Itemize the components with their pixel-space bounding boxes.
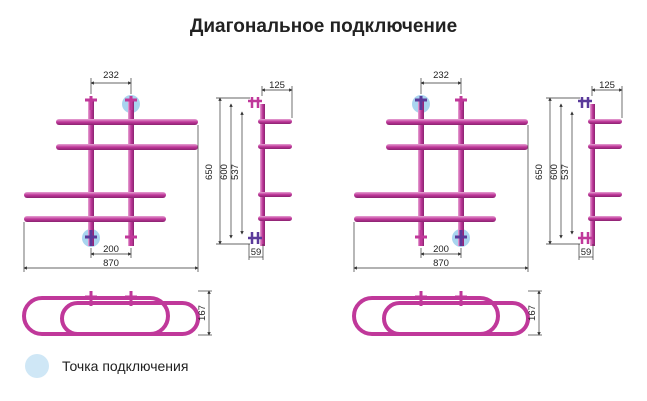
dim-870: 870 — [433, 258, 449, 269]
bar-4 — [24, 216, 166, 222]
dim-650: 650 — [204, 164, 215, 180]
connector-top-left — [85, 96, 97, 110]
left-top-view: 167 — [22, 290, 212, 336]
dim-600: 600 — [219, 164, 230, 180]
connection-point-icon — [25, 354, 49, 378]
bar-3 — [24, 192, 166, 198]
bar-1 — [56, 119, 198, 125]
side-pipe — [260, 104, 265, 246]
dim-870: 870 — [103, 258, 119, 269]
dim-537: 537 — [230, 164, 241, 180]
dim-650: 650 — [534, 164, 545, 180]
dim-537: 537 — [560, 164, 571, 180]
connector-bottom-left — [85, 230, 97, 246]
page-title: Диагональное подключение — [189, 16, 458, 37]
vertical-pipe-right — [128, 100, 134, 246]
dim-232: 232 — [103, 70, 119, 81]
bar-2 — [56, 144, 198, 150]
vertical-pipe-left — [88, 100, 94, 246]
dim-200: 200 — [433, 244, 449, 255]
left-side-view: 125 650 600 537 59 — [204, 80, 293, 260]
legend-label: Точка подключения — [62, 358, 189, 374]
dim-125: 125 — [269, 80, 285, 91]
dim-200: 200 — [103, 244, 119, 255]
right-side-view: 125 650 600 537 59 — [534, 80, 623, 260]
dim-600: 600 — [549, 164, 560, 180]
dim-59: 59 — [581, 247, 592, 258]
dim-167: 167 — [527, 305, 538, 321]
dim-232: 232 — [433, 70, 449, 81]
connector-top-right — [125, 96, 137, 110]
right-front-view: 232 200 870 — [353, 70, 529, 272]
dim-125: 125 — [599, 80, 615, 91]
left-front-view: 232 200 870 — [23, 70, 199, 272]
connector-bottom-right — [125, 230, 137, 246]
dim-59: 59 — [251, 247, 262, 258]
right-top-view: 167 — [352, 290, 542, 336]
dim-167: 167 — [197, 305, 208, 321]
